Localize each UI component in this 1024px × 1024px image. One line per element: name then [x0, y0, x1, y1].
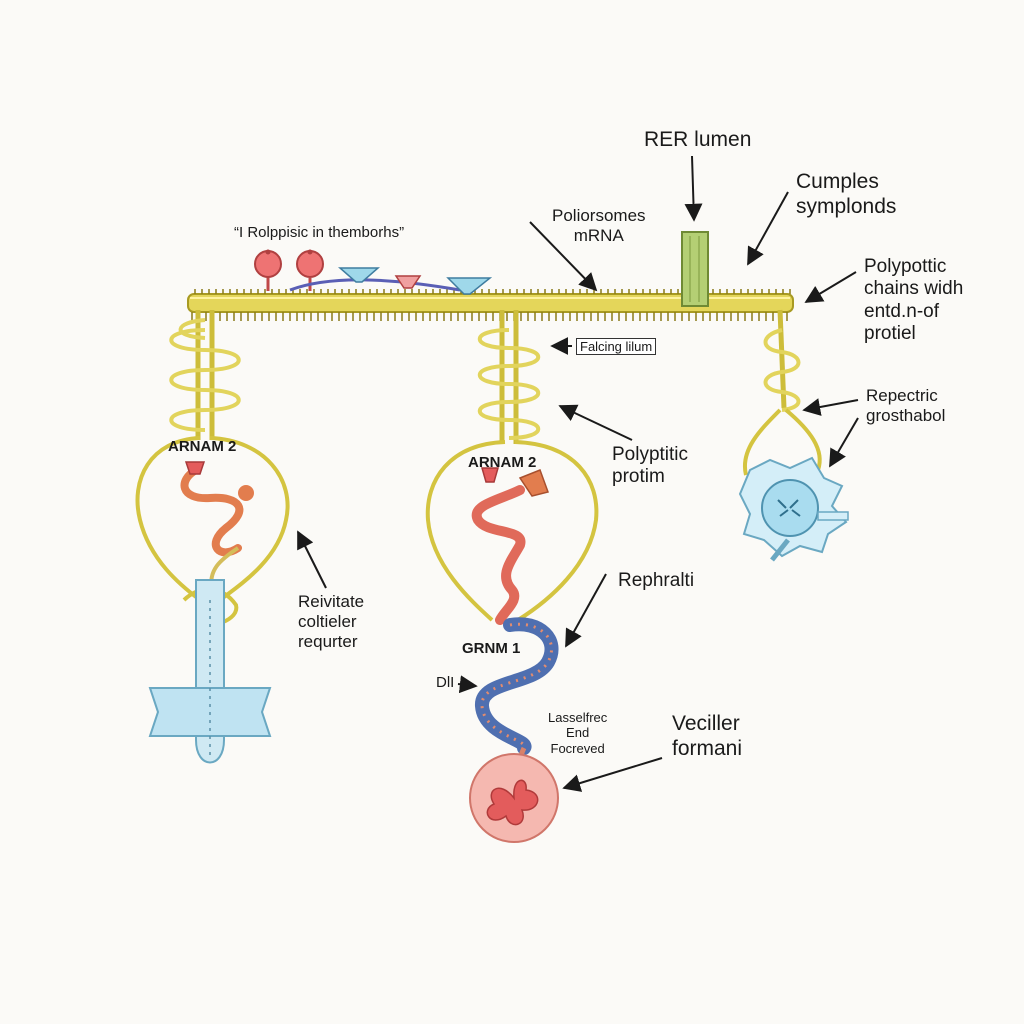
- flower-icon: [486, 779, 539, 826]
- label-ropp-caption: “I Rolppisic in themborhs”: [234, 224, 405, 241]
- ribosome-icon: [184, 461, 206, 475]
- label-rephralti: Rephralti: [618, 570, 695, 591]
- label-reivitate: Reivitate coltieler requrter: [298, 592, 364, 652]
- ribosome-icon: [254, 250, 282, 278]
- label-line: symplonds: [796, 194, 897, 218]
- label-polyp-chains: Polypottic chains widh entd.n-of protiel: [864, 256, 963, 346]
- ribosome-icon: [296, 250, 324, 278]
- label-line: Poliorsomes: [552, 206, 646, 225]
- label-line: Cumples: [796, 170, 879, 193]
- label-dll: DlI: [436, 674, 455, 691]
- label-line: protiel: [864, 323, 916, 345]
- label-line: Polypottic: [864, 256, 947, 277]
- middle-vesicle-assembly: [425, 310, 599, 622]
- right-vesicle-assembly: [742, 309, 822, 476]
- arrow-polyptitic: [558, 404, 633, 441]
- label-arnam-left: ARNAM 2: [168, 438, 237, 455]
- label-line: requrter: [298, 632, 358, 652]
- arrow-repectric-a: [802, 398, 859, 416]
- membrane-ribosomes: [254, 249, 493, 295]
- label-line: entd.n-of: [864, 300, 939, 322]
- label-line: formani: [672, 736, 743, 760]
- label-lasselfrec: Lasselfrec End Focreved: [548, 710, 607, 756]
- label-polyptitic-protim: Polyptitic protim: [612, 444, 688, 489]
- label-line: grosthabol: [866, 406, 946, 426]
- arrow-cumples: [747, 191, 789, 266]
- label-polysomes-mrna: Poliorsomes mRNA: [552, 206, 646, 246]
- label-rer-lumen: RER lumen: [644, 128, 752, 151]
- funnel-icon: [446, 277, 493, 295]
- label-line: End: [566, 725, 590, 741]
- translocon-channel: [681, 231, 709, 307]
- arrow-polysomes: [529, 221, 598, 292]
- label-line: chains widh: [864, 278, 964, 300]
- label-line: Repectric: [866, 386, 938, 405]
- arrow-repectric-b: [829, 417, 859, 468]
- er-membrane: [187, 289, 794, 321]
- arrow-reivitate: [297, 530, 327, 589]
- label-line: Veciller: [672, 712, 740, 735]
- funnel-icon: [394, 275, 422, 289]
- arrow-veciller: [562, 757, 663, 792]
- label-line: Lasselfrec: [548, 710, 608, 725]
- arrow-rer-lumen: [684, 155, 703, 222]
- left-channel: [148, 579, 272, 764]
- membrane-fringe: [191, 289, 791, 321]
- label-grnm: GRNM 1: [462, 640, 521, 657]
- arrow-dll: [457, 675, 478, 694]
- label-arnam-mid: ARNAM 2: [468, 454, 537, 471]
- label-line: coltieler: [298, 612, 357, 632]
- funnel-icon: [338, 267, 380, 283]
- label-line: Reivitate: [298, 592, 365, 611]
- left-polypeptide: [180, 466, 244, 557]
- label-line: protim: [612, 466, 665, 488]
- leader-arrows: [297, 155, 859, 792]
- label-cumples-symplonds: Cumples symplonds: [796, 170, 896, 220]
- label-line: mRNA: [573, 226, 624, 246]
- arrow-polyp-chains: [804, 271, 857, 303]
- label-repectric: Repectric grosthabol: [866, 386, 945, 426]
- label-veciller-formani: Veciller formani: [672, 712, 742, 762]
- label-falcing-lilum: Falcing lilum: [576, 338, 657, 356]
- label-line: Polyptitic: [612, 444, 689, 465]
- label-line: Focreved: [550, 740, 605, 756]
- middle-polypeptide: [471, 485, 526, 625]
- arrow-rephralti: [565, 573, 607, 648]
